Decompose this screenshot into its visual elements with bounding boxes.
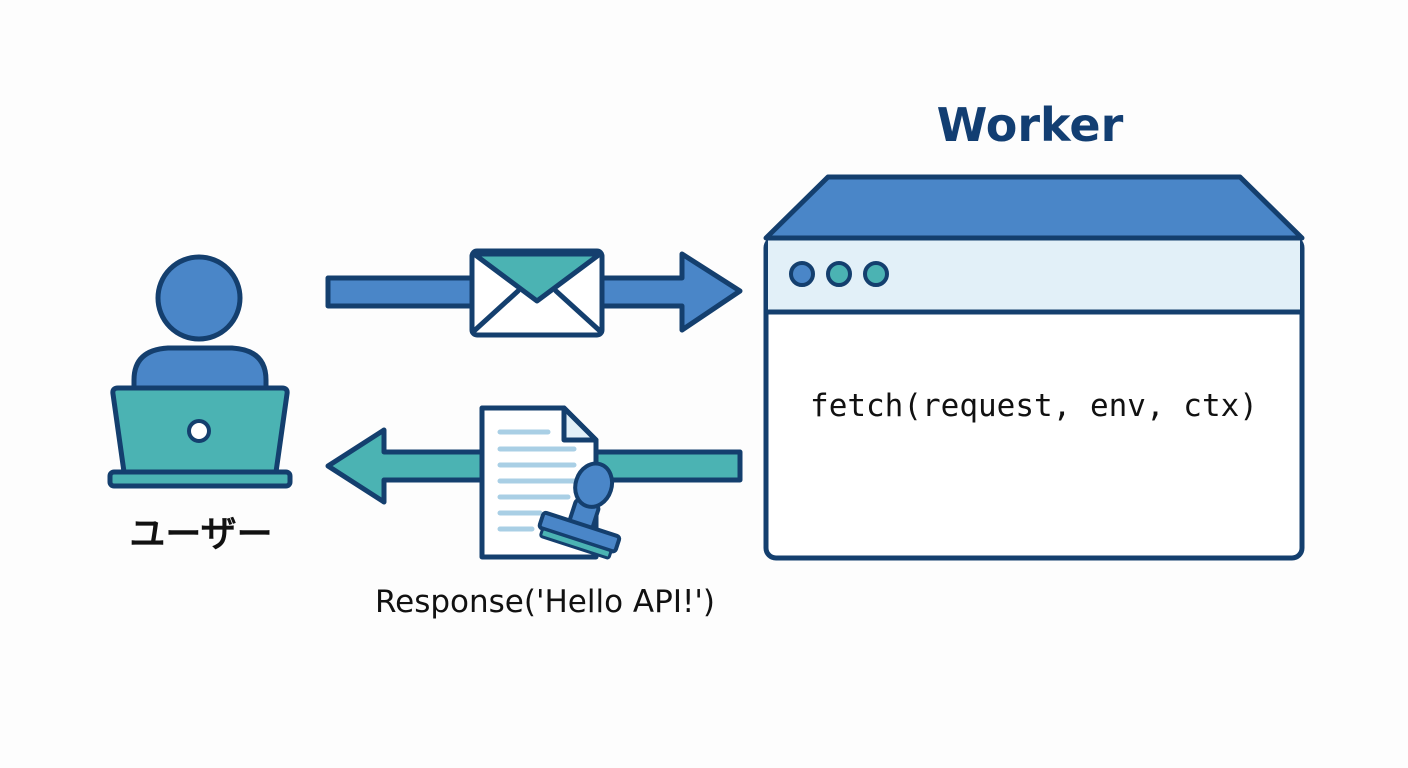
user-label: ユーザー [129,514,273,555]
envelope-icon [469,248,605,338]
stamped-document-icon [479,405,622,560]
user-at-laptop-icon [107,254,293,489]
browser-window-icon [763,174,1305,561]
stamp-icon [537,461,622,560]
response-label: Response('Hello API!') [374,584,716,620]
window-dot-icon [789,261,815,287]
worker-title: Worker [936,98,1124,152]
window-dot-icon [826,261,852,287]
fetch-handler-signature: fetch(request, env, ctx) [810,388,1258,424]
window-dot-icon [863,261,889,287]
